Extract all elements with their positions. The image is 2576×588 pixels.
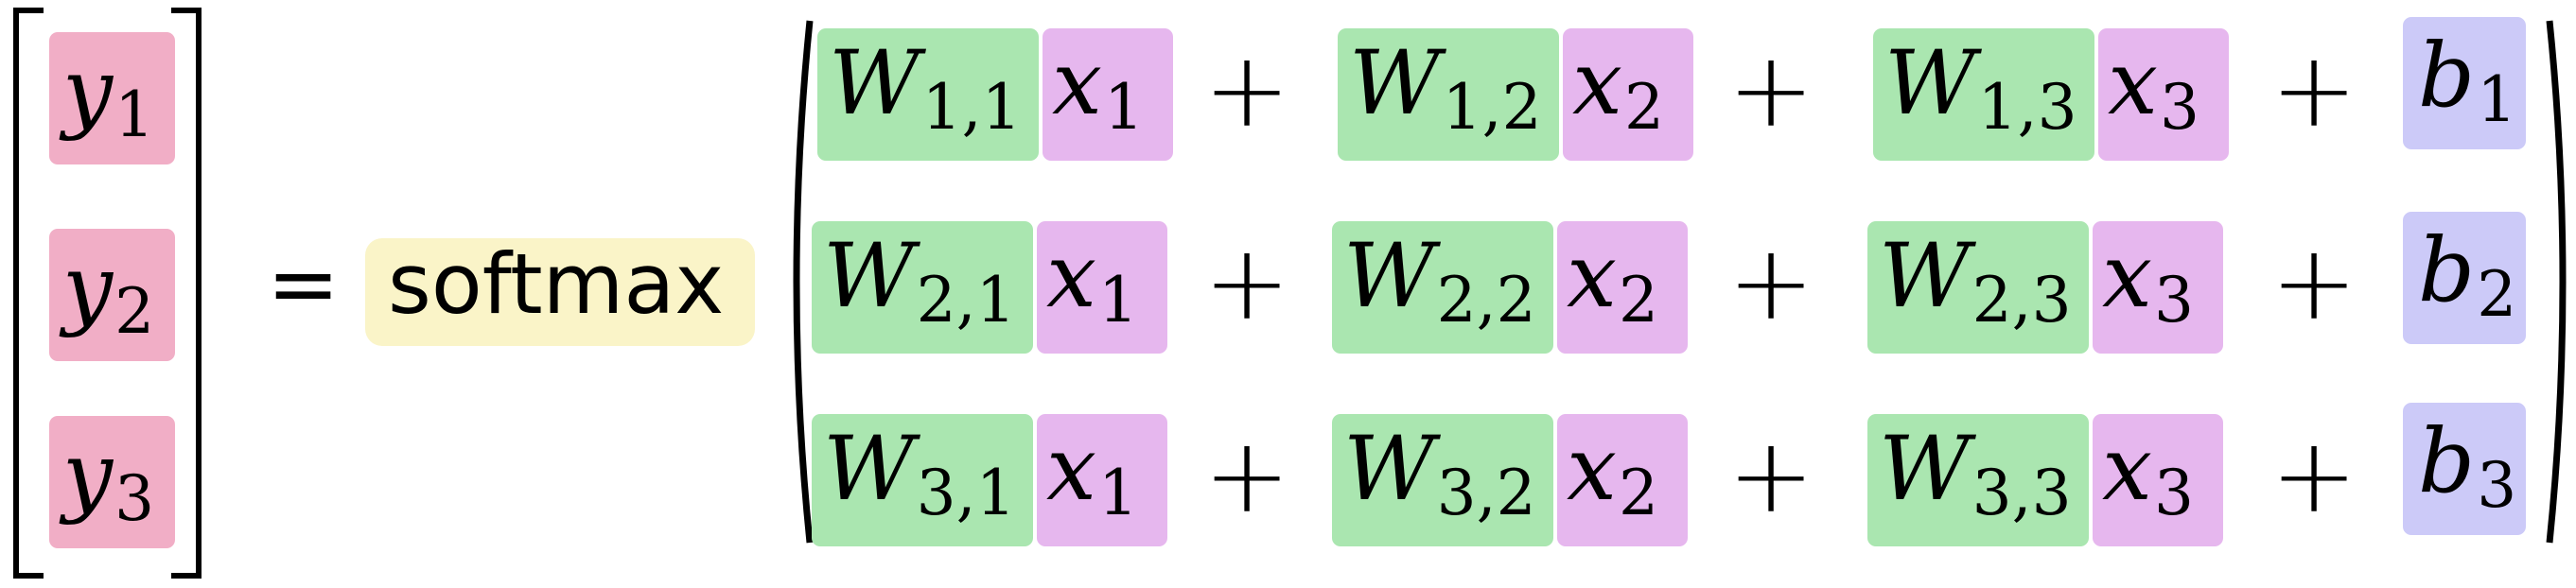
weight-w31: W3,1 bbox=[823, 418, 1016, 529]
bias-b1: b1 bbox=[2418, 25, 2517, 136]
weight-w11: W1,1 bbox=[829, 32, 1022, 144]
softmax-highlight bbox=[365, 238, 755, 346]
weight-w11-highlight bbox=[817, 28, 1039, 161]
output-y1: y1 bbox=[62, 40, 155, 151]
plus-sign: + bbox=[2270, 29, 2358, 150]
weight-w22: W2,2 bbox=[1343, 225, 1536, 337]
input-x1-highlight bbox=[1037, 414, 1167, 546]
bias-b1-highlight bbox=[2403, 17, 2526, 149]
weight-w22-highlight bbox=[1332, 221, 1553, 354]
bias-b3-highlight bbox=[2403, 403, 2526, 535]
output-y2: y2 bbox=[62, 236, 155, 348]
weight-w33: W3,3 bbox=[1879, 418, 2072, 529]
input-x3: x3 bbox=[2102, 225, 2195, 337]
input-x2: x2 bbox=[1567, 418, 1659, 529]
weight-w31-highlight bbox=[812, 414, 1033, 546]
weight-w23: W2,3 bbox=[1879, 225, 2072, 337]
plus-sign: + bbox=[1203, 29, 1291, 150]
right-parenthesis bbox=[2546, 20, 2567, 544]
weight-w21-highlight bbox=[812, 221, 1033, 354]
output-y2-highlight bbox=[49, 229, 175, 361]
input-x3: x3 bbox=[2102, 418, 2195, 529]
plus-sign: + bbox=[1727, 415, 1815, 536]
weight-w23-highlight bbox=[1867, 221, 2089, 354]
input-x1-highlight bbox=[1037, 221, 1167, 354]
input-x3-highlight bbox=[2093, 414, 2223, 546]
weight-w32-highlight bbox=[1332, 414, 1553, 546]
input-x1-highlight bbox=[1043, 28, 1173, 161]
plus-sign: + bbox=[1203, 415, 1291, 536]
weight-w32: W3,2 bbox=[1343, 418, 1536, 529]
output-y3-highlight bbox=[49, 416, 175, 548]
input-x2-highlight bbox=[1557, 414, 1688, 546]
plus-sign: + bbox=[1727, 29, 1815, 150]
input-x3-highlight bbox=[2093, 221, 2223, 354]
weight-w13: W1,3 bbox=[1884, 32, 2077, 144]
bias-b3: b3 bbox=[2418, 410, 2517, 522]
input-x3-highlight bbox=[2098, 28, 2229, 161]
input-x2-highlight bbox=[1563, 28, 1693, 161]
bias-b2-highlight bbox=[2403, 212, 2526, 344]
bias-b2: b2 bbox=[2418, 219, 2517, 331]
plus-sign: + bbox=[2270, 415, 2358, 536]
output-y3: y3 bbox=[62, 424, 155, 535]
input-x1: x1 bbox=[1052, 32, 1145, 144]
input-x1: x1 bbox=[1046, 225, 1139, 337]
equals-sign: = bbox=[267, 233, 341, 335]
weight-w33-highlight bbox=[1867, 414, 2089, 546]
output-y1-highlight bbox=[49, 32, 175, 164]
plus-sign: + bbox=[1203, 222, 1291, 343]
plus-sign: + bbox=[2270, 222, 2358, 343]
input-x2-highlight bbox=[1557, 221, 1688, 354]
input-x3: x3 bbox=[2108, 32, 2200, 144]
input-x1: x1 bbox=[1046, 418, 1139, 529]
plus-sign: + bbox=[1727, 222, 1815, 343]
input-x2: x2 bbox=[1567, 225, 1659, 337]
weight-w13-highlight bbox=[1873, 28, 2094, 161]
weight-w21: W2,1 bbox=[823, 225, 1016, 337]
softmax-label: softmax bbox=[388, 235, 725, 333]
input-x2: x2 bbox=[1572, 32, 1665, 144]
left-parenthesis bbox=[793, 20, 814, 544]
weight-w12: W1,2 bbox=[1349, 32, 1542, 144]
weight-w12-highlight bbox=[1338, 28, 1559, 161]
